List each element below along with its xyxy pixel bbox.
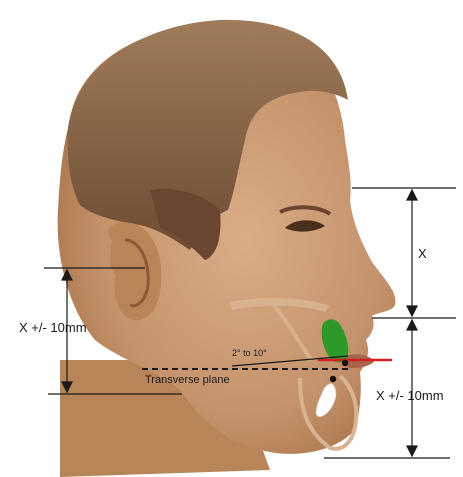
label-x-face: X — [418, 246, 427, 261]
point-upper — [342, 360, 348, 366]
label-transverse-plane: Transverse plane — [145, 374, 230, 386]
label-x-lower-face: X +/- 10mm — [376, 388, 444, 403]
label-x-ear: X +/- 10mm — [19, 320, 87, 335]
point-lower — [330, 376, 336, 382]
label-angle: 2° to 10° — [232, 348, 267, 358]
